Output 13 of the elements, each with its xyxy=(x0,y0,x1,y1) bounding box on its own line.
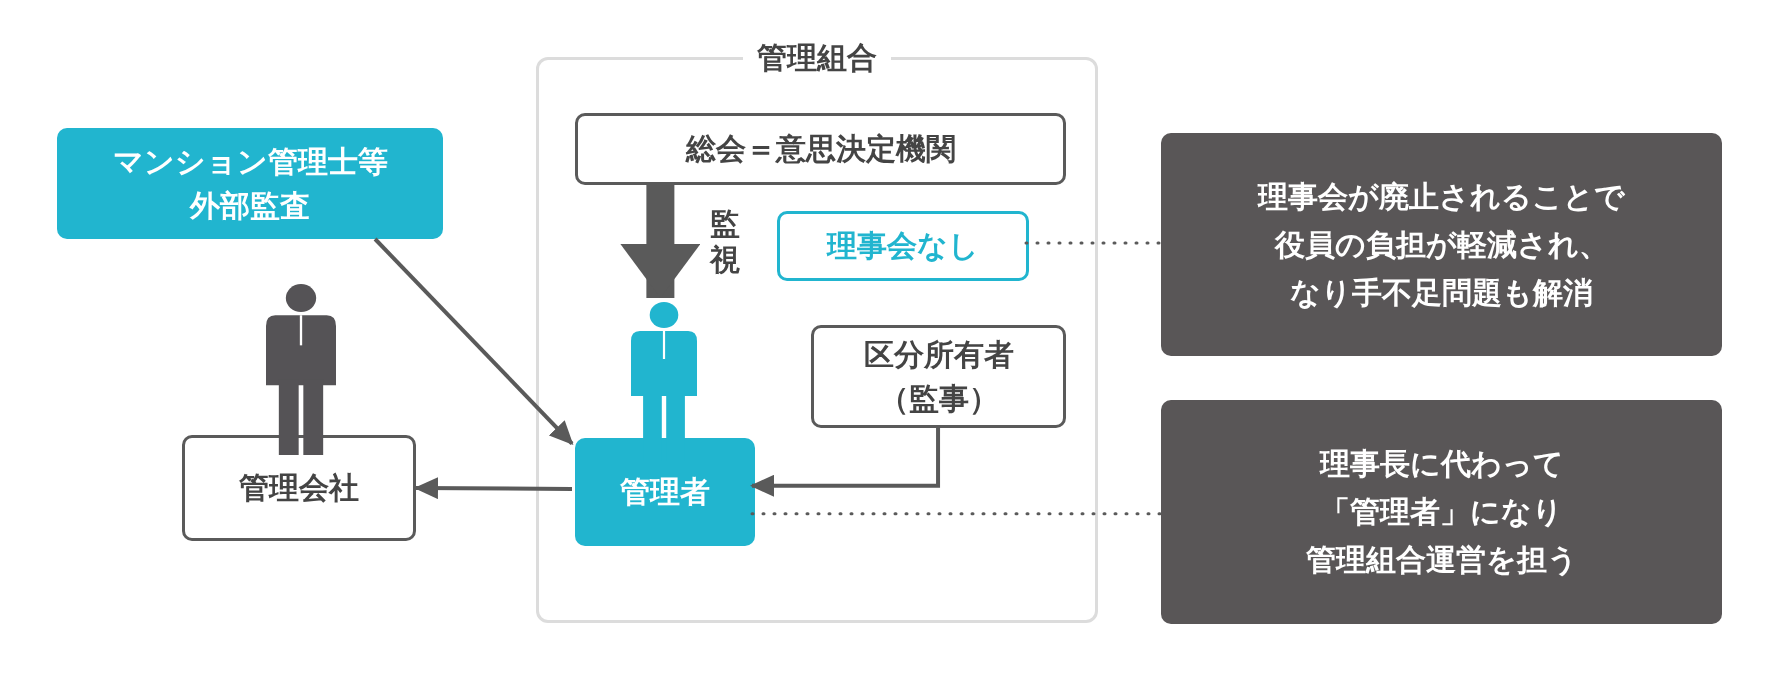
status-box: 理事会なし xyxy=(777,211,1029,281)
role-box: マンション管理士等外部監査 xyxy=(57,128,443,239)
dotted-line xyxy=(1024,241,1163,245)
dotted-line xyxy=(750,512,1163,516)
edge-label: 監視 xyxy=(708,206,742,278)
process-box: 区分所有者（監事） xyxy=(811,325,1066,428)
process-box: 総会＝意思決定機関 xyxy=(575,113,1066,185)
role-box: 管理者 xyxy=(575,438,755,546)
note-box: 理事長に代わって「管理者」になり管理組合運営を担う xyxy=(1161,400,1722,624)
arrow xyxy=(373,237,574,446)
arrow xyxy=(414,477,572,500)
note-box: 理事会が廃止されることで役員の負担が軽減され、なり手不足問題も解消 xyxy=(1161,133,1722,356)
process-box: 管理会社 xyxy=(182,435,416,541)
